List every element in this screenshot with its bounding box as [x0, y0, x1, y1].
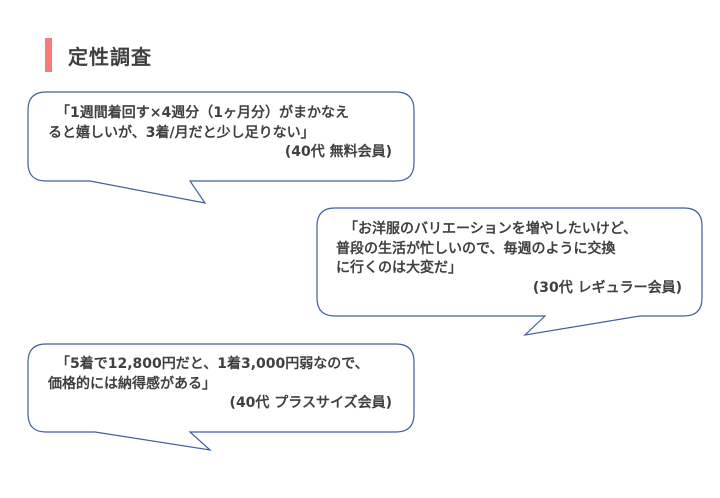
- speech-bubble-1: [27, 91, 415, 204]
- speech-bubble-3: [27, 343, 415, 451]
- quote-line: に行くのは大変だ」: [336, 260, 462, 276]
- quote-attribution: (40代 無料会員): [284, 144, 392, 160]
- quote-line: 価格的には納得感がある」: [48, 375, 216, 392]
- quote-attribution: (30代 レギュラー会員): [532, 279, 682, 296]
- quote-line: 普段の生活が忙しいので、毎週のように交換: [336, 240, 616, 257]
- title-accent-bar: [45, 38, 52, 72]
- quote-line: 「1週間着回す×4週分（1ヶ月分）がまかなえ: [56, 105, 349, 121]
- quote-line: 「お洋服のバリエーションを増やしたいけど、: [344, 221, 638, 237]
- page-title: 定性調査: [68, 45, 152, 69]
- speech-bubble-2: [316, 207, 703, 336]
- quote-2: 「お洋服のバリエーションを増やしたいけど、 普段の生活が忙しいので、毎週のように…: [336, 220, 682, 298]
- quote-line: ると嬉しいが、3着/月だと少し足りない」: [48, 124, 315, 141]
- quote-line: 「5着で12,800円だと、1着3,000円弱なので、: [56, 356, 369, 372]
- quote-3: 「5着で12,800円だと、1着3,000円弱なので、 価格的には納得感がある」…: [48, 355, 392, 414]
- quote-attribution: (40代 プラスサイズ会員): [229, 395, 392, 411]
- quote-1: 「1週間着回す×4週分（1ヶ月分）がまかなえ ると嬉しいが、3着/月だと少し足り…: [48, 104, 392, 163]
